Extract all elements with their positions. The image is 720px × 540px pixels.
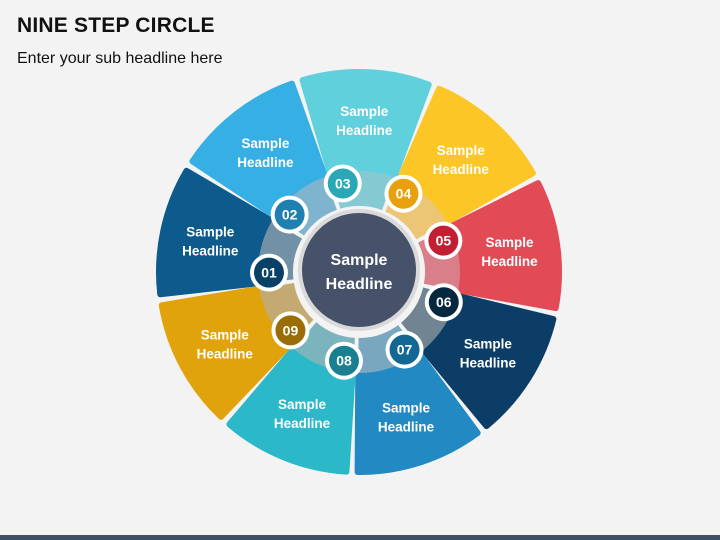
step-label-line2-08: Headline xyxy=(274,416,331,431)
page-subtitle: Enter your sub headline here xyxy=(17,50,223,67)
step-badge-circle-04 xyxy=(388,178,419,209)
step-segment-shape-04 xyxy=(397,85,536,224)
step-label-line1-04: Sample xyxy=(437,143,486,158)
step-badge-circle-06 xyxy=(428,287,459,318)
center-label-line2: Headline xyxy=(326,276,393,293)
step-label-line1-05: Sample xyxy=(486,235,535,250)
step-badge-circle-07 xyxy=(389,334,420,365)
step-badge-circle-03 xyxy=(327,168,358,199)
step-number-08: 08 xyxy=(336,353,352,369)
step-label-line1-08: Sample xyxy=(278,397,327,412)
step-number-06: 06 xyxy=(436,294,452,310)
step-segment-shape-09 xyxy=(158,286,291,420)
step-segment-shape-05 xyxy=(449,180,562,312)
step-label-line2-06: Headline xyxy=(460,356,517,371)
step-label-line2-04: Headline xyxy=(433,162,490,177)
step-badge-circle-05 xyxy=(428,225,459,256)
center-label-line1: Sample xyxy=(331,252,388,269)
step-badge-04: 04 xyxy=(384,174,423,213)
step-number-02: 02 xyxy=(282,207,298,223)
step-badge-circle-09 xyxy=(275,315,306,346)
step-label-line1-07: Sample xyxy=(382,401,431,416)
step-label-line2-03: Headline xyxy=(336,123,393,138)
page-title: NINE STEP CIRCLE xyxy=(17,14,215,37)
step-number-09: 09 xyxy=(283,322,299,338)
step-segment-shape-06 xyxy=(422,293,557,430)
step-label-line1-01: Sample xyxy=(186,224,235,239)
step-label-line2-01: Headline xyxy=(182,243,239,258)
step-segment-shape-02 xyxy=(189,80,328,218)
step-badge-circle-01 xyxy=(254,257,285,288)
step-label-line2-07: Headline xyxy=(378,420,435,435)
step-label-line1-06: Sample xyxy=(464,337,513,352)
step-segment-shape-03 xyxy=(299,69,432,178)
step-label-line2-02: Headline xyxy=(237,155,294,170)
step-badge-01: 01 xyxy=(250,253,289,292)
step-badge-09: 09 xyxy=(271,311,310,350)
center-hub: Sample Headline xyxy=(298,209,420,331)
step-segment-shape-07 xyxy=(354,352,481,475)
step-badge-05: 05 xyxy=(424,221,463,260)
footer-bar xyxy=(0,535,720,540)
step-label-line1-02: Sample xyxy=(241,136,290,151)
step-badge-03: 03 xyxy=(323,164,362,203)
step-segment-shape-08 xyxy=(226,348,356,475)
step-badge-circle-08 xyxy=(328,345,359,376)
step-number-07: 07 xyxy=(397,342,413,358)
step-number-04: 04 xyxy=(396,186,412,202)
step-badge-08: 08 xyxy=(324,341,363,380)
step-label-line2-09: Headline xyxy=(197,346,254,361)
step-badge-circle-02 xyxy=(274,199,305,230)
step-badge-02: 02 xyxy=(270,195,309,234)
step-badge-07: 07 xyxy=(385,330,424,369)
step-label-line1-03: Sample xyxy=(340,104,389,119)
step-label-line1-09: Sample xyxy=(201,327,250,342)
step-number-01: 01 xyxy=(261,265,277,281)
step-label-line2-05: Headline xyxy=(481,254,538,269)
step-segment-shape-01 xyxy=(156,167,273,298)
step-number-05: 05 xyxy=(436,233,452,249)
step-badge-06: 06 xyxy=(424,283,463,322)
step-number-03: 03 xyxy=(335,175,351,191)
